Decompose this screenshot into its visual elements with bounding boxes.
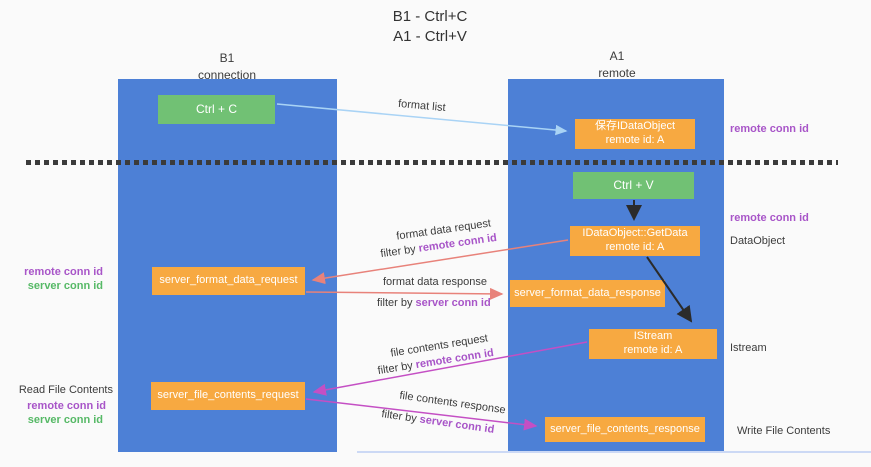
server-file-contents-response-box: server_file_contents_response [545, 417, 705, 442]
write-file-contents-label: Write File Contents [737, 425, 831, 437]
lane-header-b1: B1 connection [157, 50, 297, 84]
title-line-1: B1 - Ctrl+C [392, 8, 468, 25]
istream-line2: remote id: A [623, 344, 683, 356]
server-conn-id-key: server conn id [415, 297, 491, 309]
remote-conn-id-label-left-bottom: remote conn id [27, 400, 106, 412]
remote-conn-id-label-left-top: remote conn id [24, 266, 103, 278]
lane-b1-subtitle: connection [197, 67, 257, 82]
server-file-contents-response-label: server_file_contents_response [550, 422, 700, 435]
read-file-contents-label: Read File Contents [18, 384, 113, 396]
server-file-contents-request-box: server_file_contents_request [151, 382, 305, 410]
ctrl-v-label: Ctrl + V [613, 178, 654, 192]
filter-by-text: filter by [376, 359, 417, 378]
bottom-divider [357, 451, 871, 453]
filter-by-text: filter by [377, 297, 416, 309]
filter-by-text: filter by [380, 408, 421, 426]
istream-side-label: Istream [730, 342, 767, 354]
getdata-line2: remote id: A [605, 241, 665, 253]
server-format-data-request-label: server_format_data_request [159, 274, 298, 287]
ctrl-c-label: Ctrl + C [195, 102, 237, 116]
server-format-data-request-box: server_format_data_request [152, 267, 305, 295]
filter-by-text: filter by [379, 242, 420, 261]
server-conn-id-label-left-bottom: server conn id [27, 414, 103, 426]
server-conn-id-label-left-top: server conn id [27, 280, 103, 292]
lane-b1-title: B1 [219, 51, 235, 65]
istream-line1: IStream [633, 330, 673, 343]
save-idataobject-line2: remote id: A [605, 134, 665, 146]
server-format-data-response-label: server_format_data_response [514, 286, 661, 299]
format-data-response-filter-label: filter by server conn id [377, 297, 491, 309]
getdata-line1: IDataObject::GetData [582, 227, 688, 240]
server-conn-id-key: server conn id [418, 413, 496, 436]
lane-header-a1: A1 remote [547, 48, 687, 82]
remote-conn-id-label-right-top: remote conn id [730, 123, 809, 135]
title-line-2: A1 - Ctrl+V [393, 28, 467, 46]
server-format-data-response-box: server_format_data_response [510, 280, 665, 307]
idataobject-getdata-box: IDataObject::GetData remote id: A [570, 226, 700, 256]
remote-conn-id-label-right-mid: remote conn id [730, 212, 809, 224]
dashed-separator-line [26, 160, 838, 165]
server-file-contents-request-label: server_file_contents_request [157, 389, 299, 402]
ctrl-c-box: Ctrl + C [158, 95, 275, 124]
ctrl-v-box: Ctrl + V [573, 172, 694, 199]
save-idataobject-line1: 保存IDataObject [594, 120, 676, 133]
istream-box: IStream remote id: A [589, 329, 717, 359]
format-list-label: format list [397, 97, 447, 115]
diagram-title: B1 - Ctrl+C A1 - Ctrl+V [305, 7, 555, 48]
dataobject-label: DataObject [730, 235, 786, 247]
lane-a1-title: A1 [609, 49, 625, 63]
save-idataobject-box: 保存IDataObject remote id: A [575, 119, 695, 149]
format-data-response-label: format data response [383, 276, 487, 288]
lane-a1-subtitle: remote [598, 65, 636, 80]
